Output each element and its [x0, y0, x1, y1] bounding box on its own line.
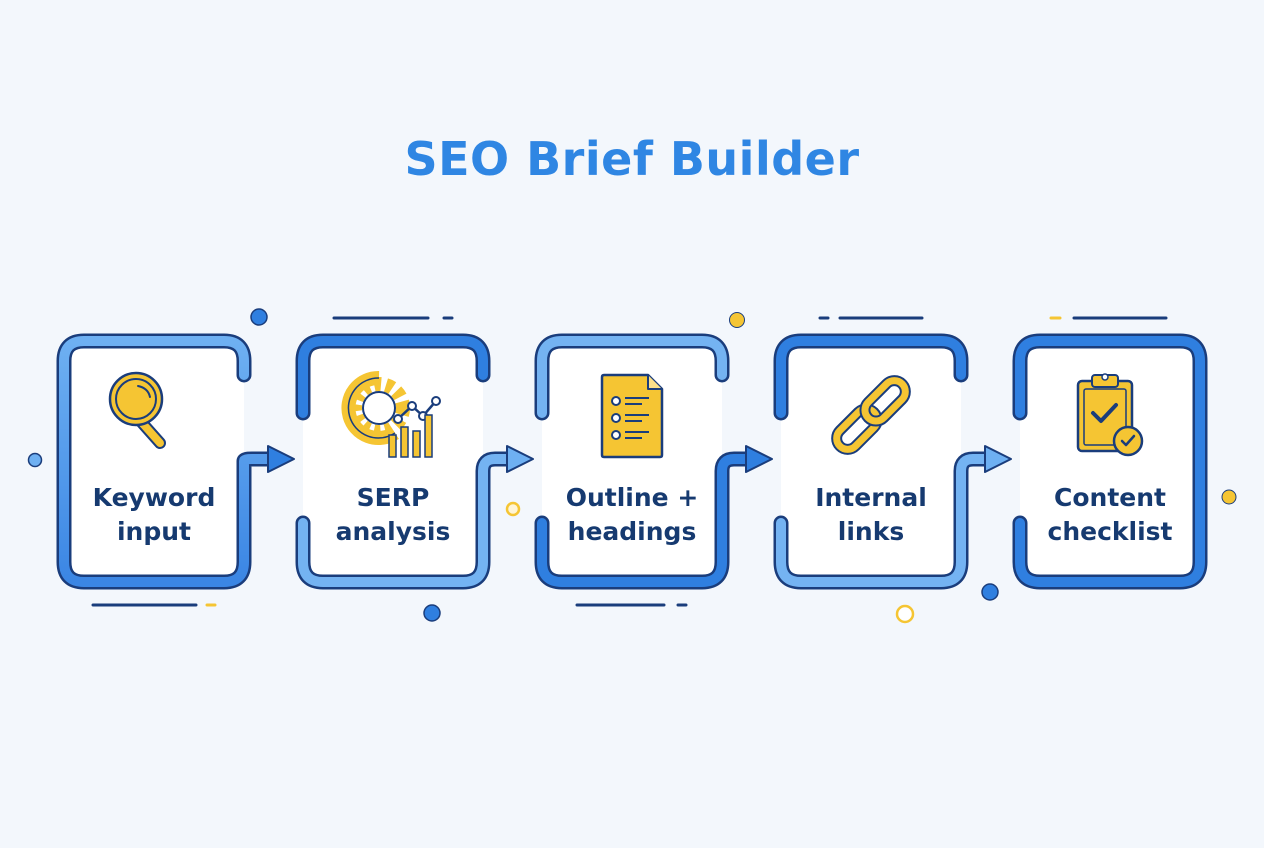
step-card-4 [773, 333, 1012, 590]
clipboard-check-icon [1076, 373, 1144, 457]
step-label-outline-headings: Outline + headings [565, 483, 699, 546]
decorative-lines [91, 316, 1168, 607]
decorative-dots [27, 308, 1237, 624]
step-card-3 [534, 333, 773, 590]
document-list-icon [600, 373, 664, 459]
step-card-5 [1012, 333, 1208, 590]
step-label-content-checklist: Content checklist [1047, 483, 1173, 546]
gear-chart-icon [341, 370, 441, 458]
step-label-serp-analysis: SERP analysis [335, 483, 451, 546]
step-card-1 [56, 333, 295, 590]
page-title: SEO Brief Builder [404, 132, 860, 186]
step-label-keyword-input: Keyword input [92, 483, 216, 546]
chain-link-icon [831, 375, 911, 455]
magnifying-glass-icon [108, 371, 166, 449]
step-label-internal-links: Internal links [815, 483, 927, 546]
step-card-2 [295, 333, 534, 590]
